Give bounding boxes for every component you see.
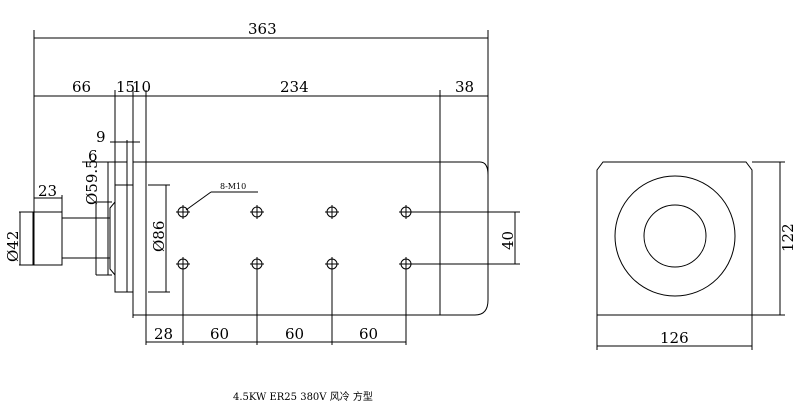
dim-42: Ø42 [4,231,22,262]
hole-icon [250,205,264,219]
spindle-body [32,161,489,316]
dim-60-c: 60 [359,325,378,343]
mounting-holes [176,205,413,271]
dim-59-5: Ø59.5 [83,159,101,205]
dim-6: 6 [88,147,98,165]
hole-pitch-dimensions: 28 60 60 60 [146,264,407,345]
dim-126: 126 [660,329,689,347]
segment-dimensions: 66 15 10 234 38 [34,78,488,345]
dim-122: 122 [779,223,796,252]
drawing-caption: 4.5KW ER25 380V 风冷 方型 [233,392,373,403]
hole-icon [176,205,190,219]
hole-icon [325,205,339,219]
dim-234: 234 [280,78,309,96]
flange-offset-dimensions: 9 6 Ø59.5 [82,128,140,292]
nose-dimensions: 23 Ø42 Ø86 [4,182,170,293]
dim-9: 9 [96,128,106,146]
hole-callout: 8-M10 [185,182,258,211]
dim-60-a: 60 [210,325,229,343]
dim-66: 66 [72,78,91,96]
overall-length-dimension: 363 [33,20,489,265]
dim-60-b: 60 [285,325,304,343]
dim-86: Ø86 [150,221,168,252]
dim-10: 10 [132,78,151,96]
side-view: 122 126 [596,161,796,350]
hole-callout-label: 8-M10 [220,182,246,191]
dim-40: 40 [499,231,517,250]
hole-spacing-dimension: 40 [410,211,520,265]
dim-23: 23 [38,182,57,200]
dim-15: 15 [116,78,135,96]
dim-38: 38 [455,78,474,96]
dim-28: 28 [154,325,173,343]
dim-363: 363 [248,20,277,38]
